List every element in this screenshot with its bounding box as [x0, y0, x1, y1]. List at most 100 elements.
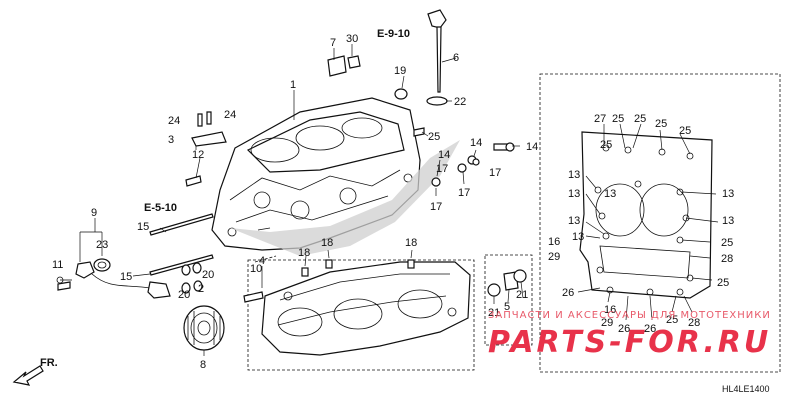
- label-25-e: 25: [679, 125, 691, 137]
- label-13-f: 13: [722, 215, 734, 227]
- label-25-d: 25: [655, 118, 667, 130]
- label-16-b: 16: [604, 304, 616, 316]
- label-1: 1: [290, 79, 296, 91]
- washer-2-lower: [193, 280, 203, 292]
- label-13-c: 13: [568, 215, 580, 227]
- dowel-18-a: [301, 267, 309, 277]
- lower-crankcase-frame: [247, 259, 475, 371]
- ref-e-5-10[interactable]: E-5-10: [144, 202, 177, 214]
- screw-24-right: [206, 111, 212, 125]
- bolt-11: [57, 281, 71, 291]
- label-27: 27: [594, 113, 606, 125]
- label-17-a: 17: [430, 201, 442, 213]
- label-21-b: 21: [516, 289, 528, 301]
- label-7: 7: [330, 37, 336, 49]
- label-29-b: 29: [601, 317, 613, 329]
- label-4: 4: [259, 255, 265, 267]
- cap-19: [394, 88, 408, 100]
- o-ring-23-inner: [97, 261, 107, 269]
- label-17-d: 17: [436, 163, 448, 175]
- dowel-18-c: [407, 259, 415, 269]
- front-direction-label: FR.: [40, 357, 58, 369]
- bolt-17-c: [472, 158, 480, 166]
- label-16-a: 16: [548, 236, 560, 248]
- label-25-h: 25: [666, 314, 678, 326]
- bracket-7: [327, 55, 347, 77]
- label-25-a: 25: [428, 131, 440, 143]
- front-direction-arrow: [12, 365, 44, 386]
- label-14-c: 14: [526, 141, 538, 153]
- washer-20-upper: [181, 264, 191, 276]
- label-29-a: 29: [548, 251, 560, 263]
- bolt-10: [243, 291, 264, 303]
- upper-crankcase: [211, 97, 421, 251]
- watermark-tagline: ЗАПЧАСТИ И АКСЕССУАРЫ ДЛЯ МОТОТЕХНИКИ: [488, 310, 771, 321]
- label-30: 30: [346, 33, 358, 45]
- o-ring-23: [93, 258, 111, 272]
- label-10: 10: [250, 263, 262, 275]
- label-13-d: 13: [572, 231, 584, 243]
- label-26-a: 26: [562, 287, 574, 299]
- label-18-a: 18: [298, 247, 310, 259]
- label-23: 23: [96, 239, 108, 251]
- label-5: 5: [504, 301, 510, 313]
- bolt-pattern-plate: [579, 131, 713, 299]
- label-17-b: 17: [458, 187, 470, 199]
- o-ring-21-right: [513, 269, 527, 283]
- bolt-30: [347, 55, 361, 69]
- washer-20-lower: [181, 282, 191, 294]
- label-9: 9: [91, 207, 97, 219]
- sealant-area: [230, 140, 460, 256]
- ref-e-9-10[interactable]: E-9-10: [377, 28, 410, 40]
- label-28-b: 28: [688, 317, 700, 329]
- dowel-18-b: [325, 259, 333, 269]
- label-24-b: 24: [224, 109, 236, 121]
- watermark-logo: PARTS-FOR.RU: [488, 325, 771, 360]
- label-18-b: 18: [321, 237, 333, 249]
- label-2: 2: [198, 283, 204, 295]
- label-13-b: 13: [568, 188, 580, 200]
- label-20-b: 20: [202, 269, 214, 281]
- bracket-3: [191, 131, 227, 147]
- label-25-b: 25: [612, 113, 624, 125]
- leader-lines: [79, 44, 719, 356]
- frame-link: [254, 255, 277, 263]
- label-25-c: 25: [634, 113, 646, 125]
- washer-2-upper: [192, 262, 202, 274]
- bolt-17-a: [431, 177, 441, 187]
- dowel-group-frame: [484, 254, 533, 346]
- label-15-b: 15: [120, 271, 132, 283]
- stud-bolt-upper: [149, 213, 214, 236]
- label-28-a: 28: [721, 253, 733, 265]
- label-25-f: 25: [721, 237, 733, 249]
- stud-bolt-lower: [149, 254, 214, 276]
- diagram-code: HL4LE1400: [722, 384, 770, 394]
- label-13-e: 13: [722, 188, 734, 200]
- bolt-12: [185, 175, 202, 187]
- oil-filter: [183, 305, 225, 351]
- bolt-17-b: [457, 163, 467, 173]
- label-24-a: 24: [168, 115, 180, 127]
- label-25-g: 25: [717, 277, 729, 289]
- sensor-harness: [56, 261, 171, 299]
- label-8: 8: [200, 359, 206, 371]
- label-11: 11: [52, 259, 63, 271]
- label-26-c: 26: [644, 323, 656, 335]
- label-17-c: 17: [489, 167, 501, 179]
- label-20-a: 20: [178, 289, 190, 301]
- screw-24-left: [197, 113, 203, 127]
- label-19: 19: [394, 65, 406, 77]
- label-3: 3: [168, 134, 174, 146]
- bolt-pattern-frame: [539, 73, 781, 373]
- bolt-25-top: [413, 127, 425, 137]
- oil-dipstick: [426, 9, 448, 106]
- label-14-b: 14: [438, 149, 450, 161]
- label-15-a: 15: [137, 221, 149, 233]
- label-22: 22: [454, 96, 466, 108]
- label-14-a: 14: [470, 137, 482, 149]
- o-ring-21-left: [487, 283, 501, 297]
- label-18-c: 18: [405, 237, 417, 249]
- label-21-a: 21: [488, 307, 500, 319]
- label-6: 6: [453, 52, 459, 64]
